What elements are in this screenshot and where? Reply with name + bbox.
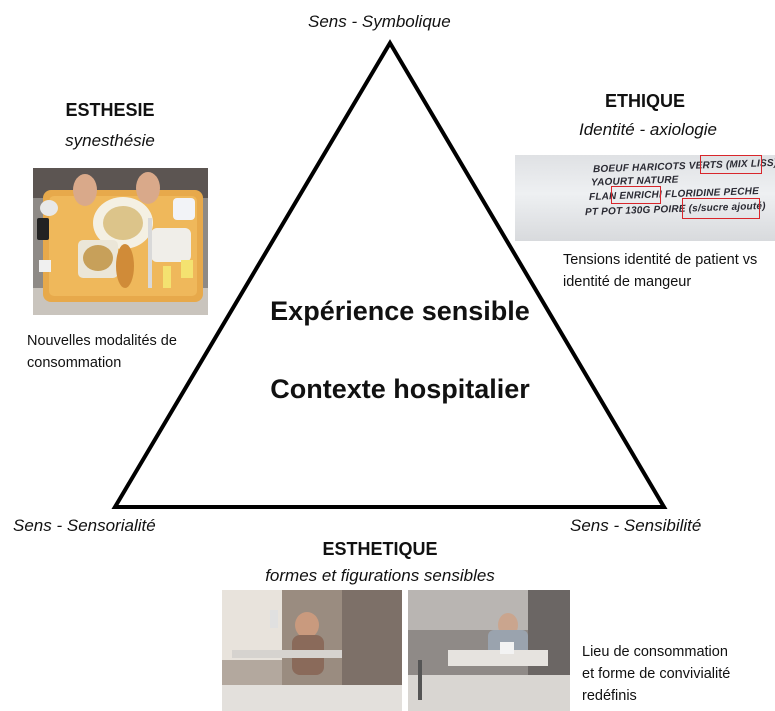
patient-room-photo-1 (222, 590, 402, 711)
ethique-subtitle: Identité - axiologie (579, 120, 717, 139)
esthetique-caption-line3: redéfinis (582, 688, 637, 704)
patient-room-photo-2 (408, 590, 570, 711)
highlight-box-enrichi (611, 186, 661, 204)
highlight-box-sans-sucre (682, 198, 760, 219)
ethique-caption: Tensions identité de patient vs identité… (563, 249, 773, 293)
esthetique-caption-line1: Lieu de consommation (582, 644, 728, 660)
esthetique-caption: Lieu de consommation et forme de convivi… (582, 641, 772, 707)
esthetique-subtitle: formes et figurations sensibles (265, 566, 495, 585)
esthetique-caption-line2: et forme de convivialité (582, 666, 731, 682)
corner-label-bottom-left: Sens - Sensorialité (13, 516, 156, 535)
esthesie-caption-line2: consommation (27, 355, 122, 371)
meal-tray-photo (33, 168, 208, 315)
esthesie-subtitle: synesthésie (65, 131, 155, 150)
corner-label-bottom-right: Sens - Sensibilité (570, 516, 702, 535)
center-title-experience: Expérience sensible (270, 296, 530, 326)
corner-label-top: Sens - Symbolique (308, 12, 451, 31)
ethique-title: ETHIQUE (604, 91, 685, 111)
highlight-box-mix-liss (700, 155, 762, 174)
esthesie-caption: Nouvelles modalités de consommation (27, 330, 227, 374)
ethique-caption-line1: Tensions identité de patient vs (563, 252, 758, 268)
ethique-caption-line2: identité de mangeur (563, 274, 692, 290)
center-title-context: Contexte hospitalier (270, 374, 530, 404)
esthesie-title: ESTHESIE (65, 100, 155, 120)
menu-label-photo: BOEUF HARICOTS VERTS (MIX LISS) YAOURT N… (515, 155, 775, 241)
esthetique-title: ESTHETIQUE (322, 539, 438, 559)
esthesie-caption-line1: Nouvelles modalités de (27, 333, 177, 349)
triangle-shape (111, 39, 668, 509)
